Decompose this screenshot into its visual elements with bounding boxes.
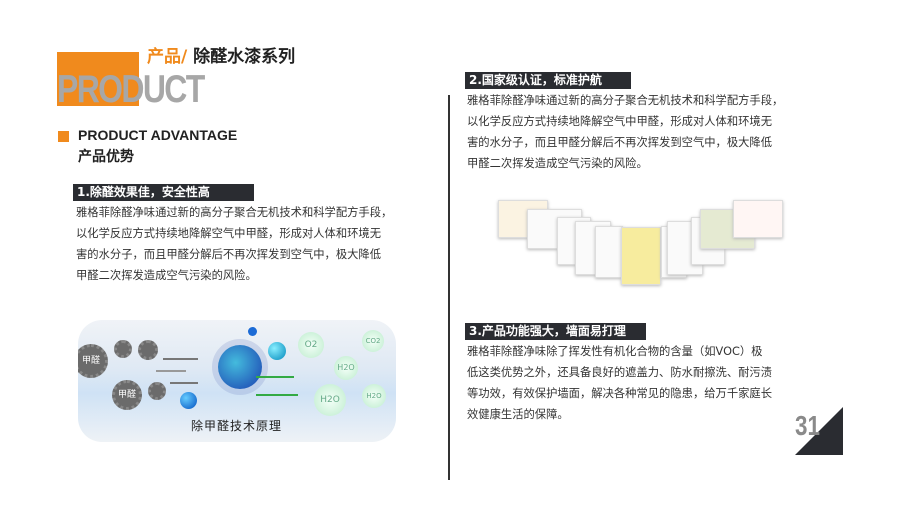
text-line: 害的水分子，而且甲醛分解后不再次挥发到空气中，极大降低 <box>467 136 773 149</box>
section-3-text: 雅格菲除醛净味除了挥发性有机化合物的含量（如VOC）极 低这类优势之外，还具备良… <box>467 341 772 425</box>
arrow-icon <box>163 358 198 360</box>
illustration-caption: 除甲醛技术原理 <box>191 419 283 433</box>
certificate-image <box>733 200 783 238</box>
certificate-image <box>595 226 623 278</box>
formaldehyde-molecule-icon <box>114 340 132 358</box>
arrow-icon <box>170 382 198 384</box>
text-line: 以化学反应方式持续地降解空气中甲醛，形成对人体和环境无 <box>76 227 382 240</box>
h2o-bubble: H2O <box>314 384 346 416</box>
molecule-icon <box>180 392 197 409</box>
text-line: 以化学反应方式持续地降解空气中甲醛，形成对人体和环境无 <box>467 115 773 128</box>
header-background-word: PRODUCT <box>57 68 205 111</box>
page-corner-triangle <box>795 407 843 455</box>
certificate-image <box>621 227 661 285</box>
text-line: 甲醛二次挥发造成空气污染的风险。 <box>76 269 257 282</box>
section-2-heading: 2.国家级认证，标准护航 <box>465 72 631 89</box>
page-title: 产品/ 除醛水漆系列 <box>147 46 295 68</box>
title-prefix: 产品/ <box>147 47 188 67</box>
formaldehyde-principle-illustration: 甲醛 甲醛 O2 H2O CO2 H2O H2O 除甲醛技术原理 <box>78 320 396 442</box>
text-line: 雅格菲除醛净味通过新的高分子聚合无机技术和科学配方手段， <box>76 206 393 219</box>
arrow-icon <box>156 370 186 372</box>
title-main: 除醛水漆系列 <box>187 47 296 67</box>
arrow-icon <box>256 376 294 378</box>
formaldehyde-molecule-icon: 甲醛 <box>78 344 108 378</box>
section-3-heading: 3.产品功能强大，墙面易打理 <box>465 323 646 340</box>
advantage-heading-cn: 产品优势 <box>78 149 134 165</box>
text-line: 雅格菲除醛净味除了挥发性有机化合物的含量（如VOC）极 <box>467 345 763 358</box>
molecule-icon <box>248 327 257 336</box>
section-1-heading: 1.除醛效果佳，安全性高 <box>73 184 254 201</box>
certificates-image <box>495 195 790 295</box>
text-line: 害的水分子，而且甲醛分解后不再次挥发到空气中，极大降低 <box>76 248 382 261</box>
advantage-heading-en: PRODUCT ADVANTAGE <box>78 127 238 143</box>
column-divider <box>448 95 450 480</box>
h2o-bubble: H2O <box>334 356 358 380</box>
page-number: 31 <box>795 410 820 441</box>
text-line: 甲醛二次挥发造成空气污染的风险。 <box>467 157 648 170</box>
h2o-bubble: H2O <box>362 384 386 408</box>
text-line: 等功效，有效保护墙面，解决各种常见的隐患，给万千家庭长 <box>467 387 773 400</box>
arrow-icon <box>256 394 298 396</box>
header-orange-block <box>57 52 139 106</box>
text-line: 效健康生活的保障。 <box>467 408 569 421</box>
section-2-text: 雅格菲除醛净味通过新的高分子聚合无机技术和科学配方手段， 以化学反应方式持续地降… <box>467 90 783 174</box>
formaldehyde-molecule-icon: 甲醛 <box>112 380 142 410</box>
molecule-icon <box>268 342 286 360</box>
o2-bubble: O2 <box>298 332 324 358</box>
text-line: 雅格菲除醛净味通过新的高分子聚合无机技术和科学配方手段， <box>467 94 784 107</box>
atom-icon <box>218 345 262 389</box>
section-1-text: 雅格菲除醛净味通过新的高分子聚合无机技术和科学配方手段， 以化学反应方式持续地降… <box>76 202 392 286</box>
formaldehyde-molecule-icon <box>148 382 166 400</box>
bullet-square-icon <box>58 131 69 142</box>
text-line: 低这类优势之外，还具备良好的遮盖力、防水耐擦洗、耐污渍 <box>467 366 773 379</box>
formaldehyde-molecule-icon <box>138 340 158 360</box>
co2-bubble: CO2 <box>362 330 384 352</box>
